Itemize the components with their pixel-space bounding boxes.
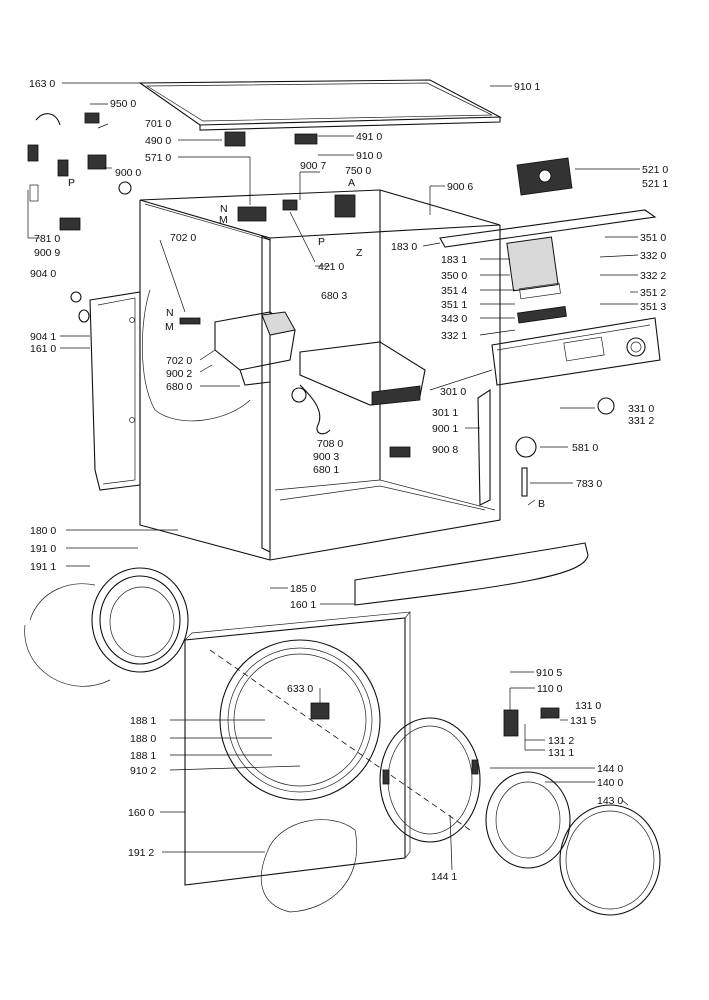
- door-assembly-part: [379, 717, 661, 916]
- label-1441: 144 1: [431, 871, 457, 883]
- label-1800: 180 0: [30, 525, 56, 537]
- label-5810: 581 0: [572, 442, 598, 454]
- label-3510: 351 0: [640, 232, 666, 244]
- label-7020b: 702 0: [166, 355, 192, 367]
- label-4900: 490 0: [145, 135, 171, 147]
- callout-labels: 163 0 910 1 950 0 701 0 490 0 491 0 910 …: [29, 78, 668, 883]
- label-9041: 904 1: [30, 331, 56, 343]
- label-9008: 900 8: [432, 444, 458, 456]
- label-1312: 131 2: [548, 735, 574, 747]
- label-9000: 900 0: [115, 167, 141, 179]
- side-panel-part: [89, 291, 141, 491]
- label-3430: 343 0: [441, 313, 467, 325]
- label-m1: M: [219, 214, 228, 226]
- label-3322: 332 2: [640, 270, 666, 282]
- label-1850: 185 0: [290, 583, 316, 595]
- label-9100: 910 0: [356, 150, 382, 162]
- label-m2: M: [165, 321, 174, 333]
- kick-panel-part: [354, 542, 589, 606]
- label-1610: 161 0: [30, 343, 56, 355]
- label-9101: 910 1: [514, 81, 540, 93]
- label-z: Z: [356, 247, 363, 259]
- label-6800: 680 0: [166, 381, 192, 393]
- label-6803: 680 3: [321, 290, 347, 302]
- label-9500: 950 0: [110, 98, 136, 110]
- label-3011: 301 1: [432, 407, 458, 419]
- label-1310: 131 0: [575, 700, 601, 712]
- label-1315: 131 5: [570, 715, 596, 727]
- label-9003: 900 3: [313, 451, 339, 463]
- label-p2: P: [318, 236, 325, 248]
- label-5710: 571 0: [145, 152, 171, 164]
- label-9007: 900 7: [300, 160, 326, 172]
- small-parts-part: [27, 112, 615, 737]
- label-1912: 191 2: [128, 847, 154, 859]
- label-3010: 301 0: [440, 386, 466, 398]
- label-3513: 351 3: [640, 301, 666, 313]
- label-1430: 143 0: [597, 795, 623, 807]
- label-1600: 160 0: [128, 807, 154, 819]
- label-6330: 633 0: [287, 683, 313, 695]
- label-5211: 521 1: [642, 178, 668, 190]
- dispenser-drawer-part: [299, 341, 426, 406]
- label-9001: 900 1: [432, 423, 458, 435]
- electronics-board-part: [506, 236, 567, 324]
- label-7810: 781 0: [34, 233, 60, 245]
- label-3320: 332 0: [640, 250, 666, 262]
- label-1910: 191 0: [30, 543, 56, 555]
- label-3310: 331 0: [628, 403, 654, 415]
- label-3312: 331 2: [628, 415, 654, 427]
- label-a: A: [348, 177, 355, 189]
- label-7500: 750 0: [345, 165, 371, 177]
- label-7010: 701 0: [145, 118, 171, 130]
- label-9009: 900 9: [34, 247, 60, 259]
- label-p1: P: [68, 177, 75, 189]
- label-1601: 160 1: [290, 599, 316, 611]
- label-1400: 140 0: [597, 777, 623, 789]
- label-1830: 183 0: [391, 241, 417, 253]
- top-lid-part: [138, 79, 503, 131]
- label-n2: N: [166, 307, 174, 319]
- label-7080: 708 0: [317, 438, 343, 450]
- label-3514: 351 4: [441, 285, 467, 297]
- label-1831: 183 1: [441, 254, 467, 266]
- label-9102: 910 2: [130, 765, 156, 777]
- control-panel-part: [491, 317, 661, 386]
- label-3512: 351 2: [640, 287, 666, 299]
- front-panel-part: [184, 611, 471, 886]
- label-1100: 110 0: [537, 683, 563, 695]
- label-1880: 188 0: [130, 733, 156, 745]
- dispenser-housing-part: [214, 311, 296, 386]
- label-7830: 783 0: [576, 478, 602, 490]
- label-1881b: 188 1: [130, 750, 156, 762]
- leader-lines: [27, 82, 640, 871]
- label-3500: 350 0: [441, 270, 467, 282]
- lower-gasket-part: [260, 819, 357, 913]
- program-module-part: [516, 157, 573, 196]
- door-gasket-part: [24, 567, 189, 687]
- label-b: B: [538, 498, 545, 510]
- label-4910: 491 0: [356, 131, 382, 143]
- label-n1: N: [220, 203, 228, 215]
- label-3321: 332 1: [441, 330, 467, 342]
- label-4210: 421 0: [318, 261, 344, 273]
- drain-hose-part: [291, 384, 331, 435]
- label-9105: 910 5: [536, 667, 562, 679]
- label-7020a: 702 0: [170, 232, 196, 244]
- top-rail-part: [439, 209, 657, 248]
- label-1881a: 188 1: [130, 715, 156, 727]
- label-1311: 131 1: [548, 747, 574, 759]
- label-9040: 904 0: [30, 268, 56, 280]
- label-6801: 680 1: [313, 464, 339, 476]
- label-1911: 191 1: [30, 561, 56, 573]
- label-5210: 521 0: [642, 164, 668, 176]
- label-1440: 144 0: [597, 763, 623, 775]
- label-9002: 900 2: [166, 368, 192, 380]
- label-3511: 351 1: [441, 299, 467, 311]
- label-9006: 900 6: [447, 181, 473, 193]
- label-1630: 163 0: [29, 78, 55, 90]
